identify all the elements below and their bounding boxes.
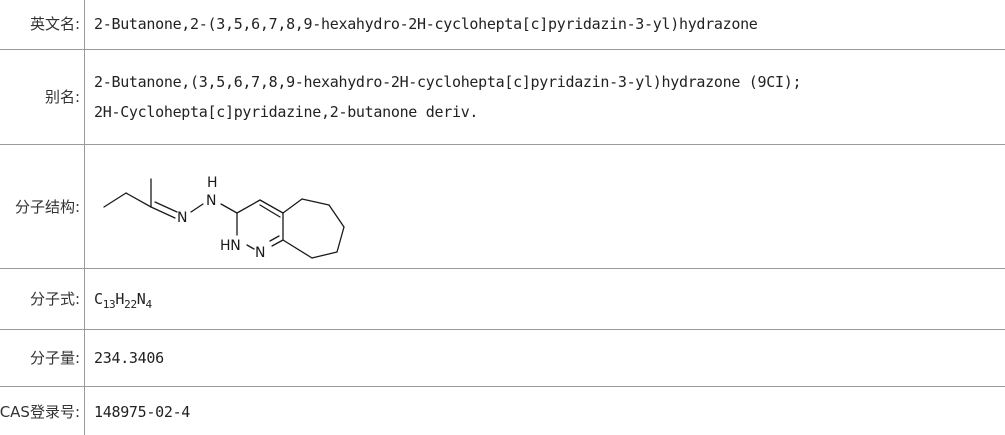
row-formula: 分子式: C13H22N4: [0, 268, 1005, 330]
row-alias: 别名: 2-Butanone,(3,5,6,7,8,9-hexahydro-2H…: [0, 49, 1005, 145]
bond: [259, 198, 284, 214]
bond: [150, 205, 176, 219]
structure-value: N H N HN N: [84, 144, 1005, 269]
alias-line-2: 2H-Cyclohepta[c]pyridazine,2-butanone de…: [94, 103, 479, 121]
atom-hn: HN: [220, 238, 240, 254]
row-cas: CAS登录号: 148975-02-4: [0, 386, 1005, 435]
formula-value: C13H22N4: [84, 268, 1005, 330]
structure-label: 分子结构:: [0, 144, 85, 269]
bond: [282, 238, 313, 259]
formula-element: C: [94, 290, 103, 308]
alias-line-1: 2-Butanone,(3,5,6,7,8,9-hexahydro-2H-cyc…: [94, 73, 802, 91]
formula-count: 13: [102, 298, 116, 311]
atom-n-imine: N: [177, 210, 187, 226]
atom-h: H: [207, 175, 217, 191]
molecule-structure: N H N HN N: [103, 175, 345, 261]
bond: [259, 203, 281, 218]
atom-n-amine: N: [206, 193, 216, 209]
english-name-value: 2-Butanone,2-(3,5,6,7,8,9-hexahydro-2H-c…: [84, 0, 1005, 50]
bond: [269, 234, 280, 242]
cas-value: 148975-02-4: [84, 386, 1005, 435]
bond: [328, 203, 345, 228]
formula-element: H: [115, 290, 125, 308]
cas-label: CAS登录号:: [0, 386, 85, 435]
bond: [236, 198, 261, 214]
row-english-name: 英文名: 2-Butanone,2-(3,5,6,7,8,9-hexahydro…: [0, 0, 1005, 50]
alias-label: 别名:: [0, 49, 85, 145]
weight-value: 234.3406: [84, 329, 1005, 387]
bond: [125, 191, 152, 208]
row-weight: 分子量: 234.3406: [0, 329, 1005, 387]
bond: [103, 191, 127, 208]
formula-count: 4: [145, 298, 153, 311]
bond: [301, 197, 330, 206]
bond: [336, 225, 345, 253]
bond: [190, 202, 204, 213]
bond: [220, 202, 238, 214]
bond: [311, 250, 338, 259]
bond: [282, 197, 303, 214]
english-name-label: 英文名:: [0, 0, 85, 50]
formula-element: N: [136, 290, 146, 308]
formula-count: 22: [124, 298, 137, 311]
bond: [271, 238, 284, 247]
bond: [154, 200, 178, 213]
atom-n-ring: N: [255, 245, 265, 261]
row-structure: 分子结构:: [0, 144, 1005, 269]
alias-value: 2-Butanone,(3,5,6,7,8,9-hexahydro-2H-cyc…: [84, 49, 1005, 145]
bond: [246, 243, 255, 250]
weight-label: 分子量:: [0, 329, 85, 387]
formula-label: 分子式:: [0, 268, 85, 330]
